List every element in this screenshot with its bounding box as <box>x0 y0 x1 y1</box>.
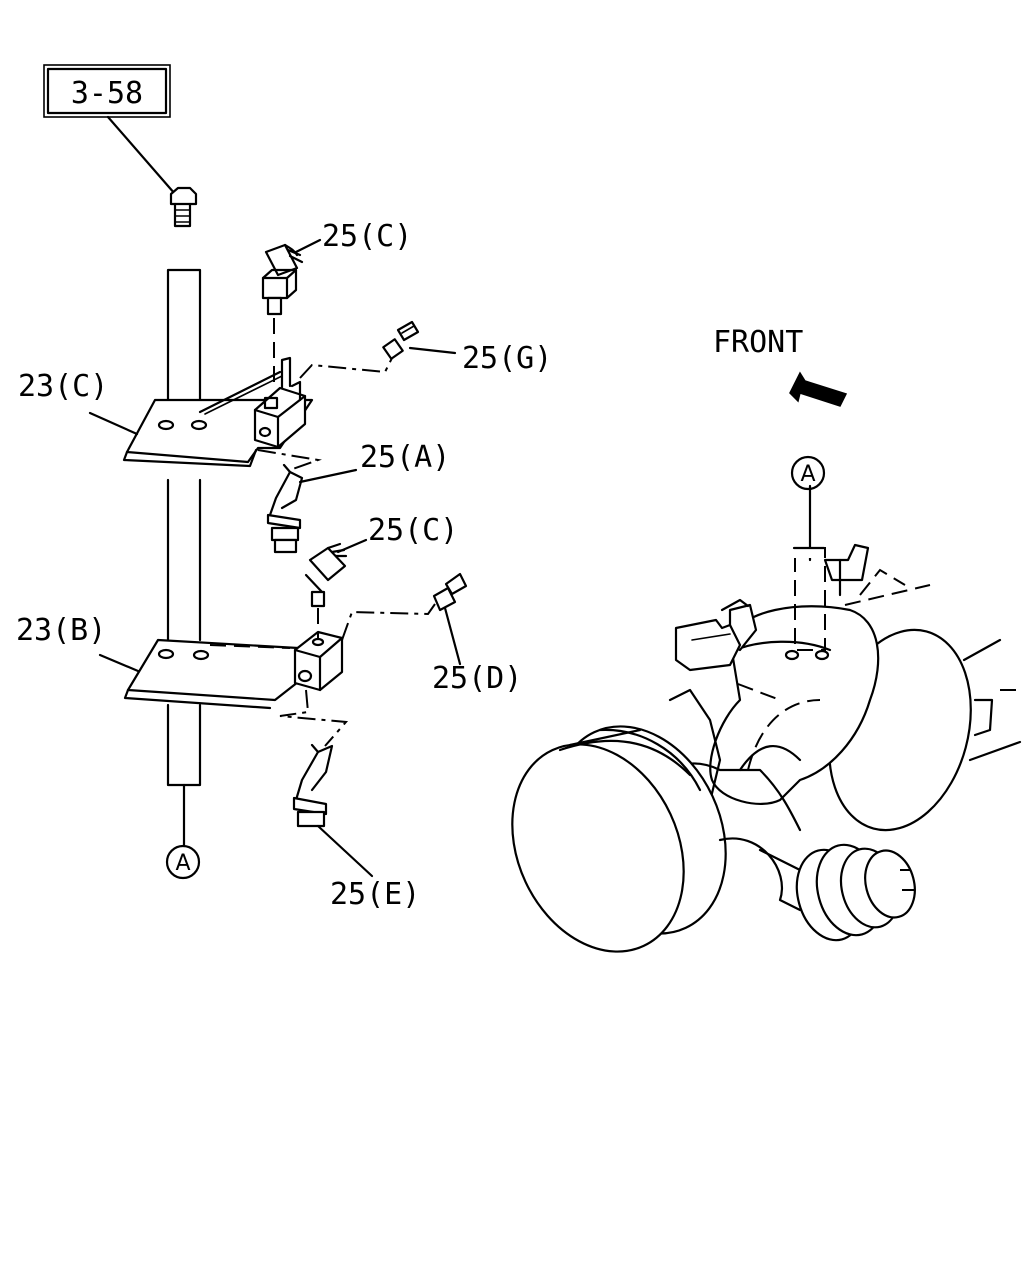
label-25c-mid: 25(C) <box>368 513 458 548</box>
junction-block-upper <box>253 356 307 449</box>
reference-box-3-58[interactable]: 3-58 <box>43 64 171 118</box>
axle-housing <box>511 543 1022 953</box>
label-23c: 23(C) <box>18 369 108 404</box>
label-25a: 25(A) <box>360 440 450 475</box>
reference-circle-a-left[interactable]: A <box>165 844 201 880</box>
fitting-25d[interactable] <box>432 572 468 612</box>
fitting-25e-path <box>279 689 349 747</box>
label-25c-top: 25(C) <box>322 219 412 254</box>
fitting-25c-top[interactable] <box>261 243 304 316</box>
reference-a-left-label: A <box>175 851 190 876</box>
bracket-23b <box>123 638 300 710</box>
label-25d: 25(D) <box>432 661 522 696</box>
label-25g: 25(G) <box>462 341 552 376</box>
mounting-shaft <box>166 268 202 848</box>
fitting-25g[interactable] <box>382 320 420 360</box>
reference-leader-line <box>106 115 177 196</box>
fitting-25e[interactable] <box>292 743 334 828</box>
front-label: FRONT <box>713 325 803 360</box>
fitting-25c-mid[interactable] <box>304 542 348 608</box>
bolt <box>169 186 198 228</box>
label-25e: 25(E) <box>330 877 420 912</box>
fitting-25a-path <box>257 449 322 471</box>
reference-circle-a-right[interactable]: A <box>790 455 826 491</box>
front-arrow-icon <box>789 371 848 407</box>
junction-block-lower <box>293 630 344 692</box>
label-23b: 23(B) <box>16 613 106 648</box>
reference-a-right-label: A <box>800 462 815 487</box>
fitting-25d-path <box>341 603 436 641</box>
fitting-25a[interactable] <box>266 463 304 554</box>
fitting-25g-path <box>299 357 393 379</box>
reference-box-label: 3-58 <box>71 76 143 111</box>
